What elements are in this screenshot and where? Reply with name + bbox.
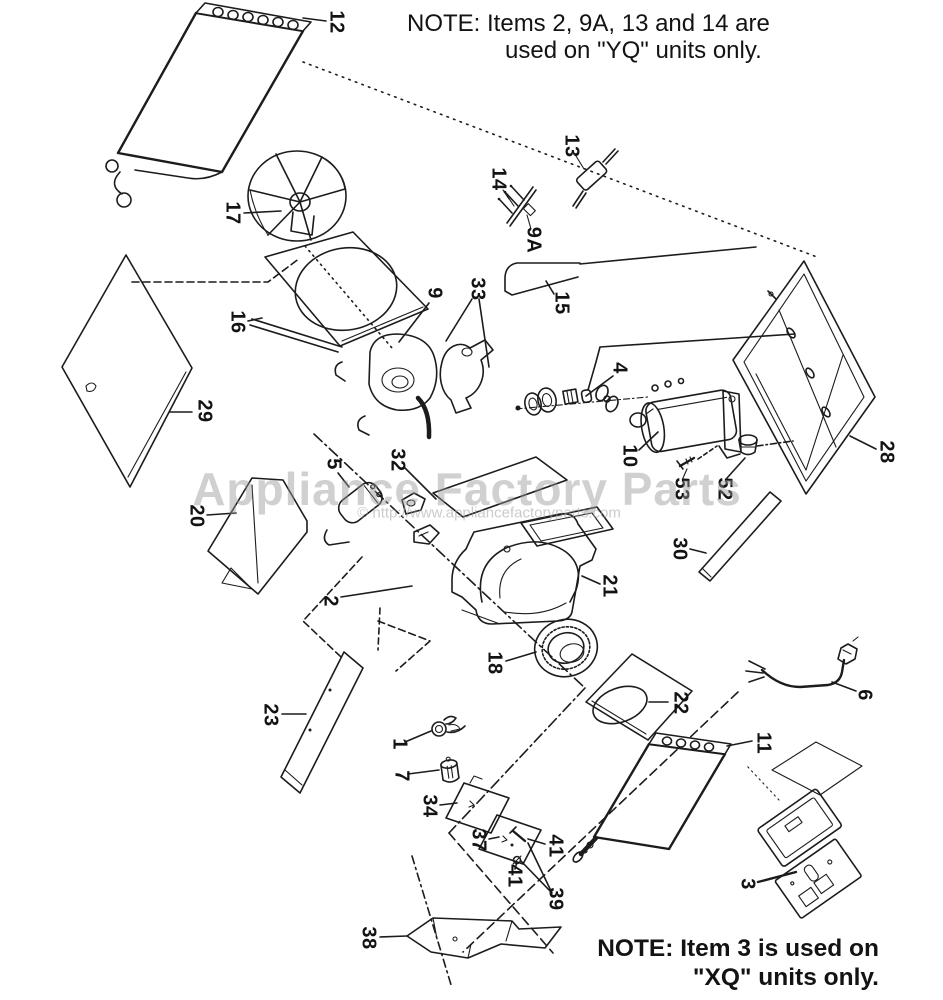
base-rail-23 <box>280 651 364 794</box>
note-yq-units: NOTE: Items 2, 9A, 13 and 14 are used on… <box>407 10 770 64</box>
shelf-15 <box>504 262 581 296</box>
part-label-4: 4 <box>608 362 631 374</box>
part-label-13: 13 <box>560 134 583 158</box>
part-label-17: 17 <box>221 201 244 225</box>
cover-20 <box>206 477 308 595</box>
panel-22 <box>585 653 693 741</box>
fan-shroud-16 <box>247 231 429 353</box>
part-label-21: 21 <box>598 574 621 598</box>
part-label-7: 7 <box>390 770 413 782</box>
blower-wheel-18 <box>505 618 599 678</box>
part-label-2: 2 <box>319 595 342 607</box>
part-label-9A: 9A <box>522 226 545 254</box>
rail-30 <box>689 491 782 582</box>
part-label-16: 16 <box>226 310 249 334</box>
part-label-22: 22 <box>669 691 692 715</box>
gasket-2-leader <box>340 585 413 598</box>
thermostat-1 <box>404 715 466 743</box>
construction-lines <box>131 61 818 989</box>
mounting-kit-4 <box>515 375 649 416</box>
evaporator-coil-11 <box>572 732 753 863</box>
note-xq-units: NOTE: Item 3 is used on "XQ" units only. <box>597 934 879 992</box>
screw-53 <box>676 456 696 479</box>
capacitor-13 <box>572 148 619 209</box>
condenser-coil-12 <box>105 2 327 208</box>
grommet-52 <box>726 434 758 479</box>
bracket-34 <box>439 775 510 834</box>
sensor-7 <box>407 756 460 783</box>
control-panel-3 <box>746 741 863 919</box>
fan-blade-17 <box>243 150 347 242</box>
part-label-12: 12 <box>325 10 348 34</box>
part-label-41a: 41 <box>544 834 567 858</box>
part-label-14: 14 <box>487 167 510 191</box>
part-label-6: 6 <box>853 689 876 701</box>
thermostat-14 <box>497 184 537 230</box>
blower-housing-21 <box>432 456 614 625</box>
part-label-38: 38 <box>357 926 380 950</box>
part-label-15: 15 <box>550 291 573 315</box>
part-label-18: 18 <box>483 651 506 675</box>
motor-bracket-33 <box>439 298 494 414</box>
part-label-28: 28 <box>875 440 898 464</box>
note-yq-line2: used on "YQ" units only. <box>505 37 762 64</box>
side-panel-28 <box>732 260 877 495</box>
screws-41-39 <box>509 826 553 894</box>
part-label-37: 37 <box>467 828 490 852</box>
fan-motor-9 <box>334 302 438 440</box>
note-xq-line2: "XQ" units only. <box>692 964 879 991</box>
part-label-1: 1 <box>388 738 411 750</box>
part-label-23: 23 <box>259 703 282 727</box>
note-yq-line1: NOTE: Items 2, 9A, 13 and 14 are <box>407 10 770 37</box>
side-panel-29 <box>61 254 193 488</box>
wiring-harness-6 <box>745 636 859 692</box>
part-label-11: 11 <box>752 731 775 755</box>
watermark-url: © http://www.appliancefactoryparts.com <box>357 504 621 522</box>
bracket-38 <box>379 917 562 959</box>
bracket-32 <box>401 466 440 545</box>
watermark-title: Appliance Factory Parts <box>192 463 742 515</box>
part-label-33: 33 <box>466 277 489 301</box>
note-xq-line1: NOTE: Item 3 is used on <box>597 935 879 962</box>
part-label-34: 34 <box>418 794 441 818</box>
part-label-41b: 41 <box>503 864 526 888</box>
capacitor-5 <box>323 472 383 546</box>
part-label-3: 3 <box>736 878 759 890</box>
part-label-9: 9 <box>423 287 446 299</box>
part-label-39: 39 <box>544 887 567 911</box>
part-label-29: 29 <box>193 399 216 423</box>
part-label-30: 30 <box>668 537 691 561</box>
